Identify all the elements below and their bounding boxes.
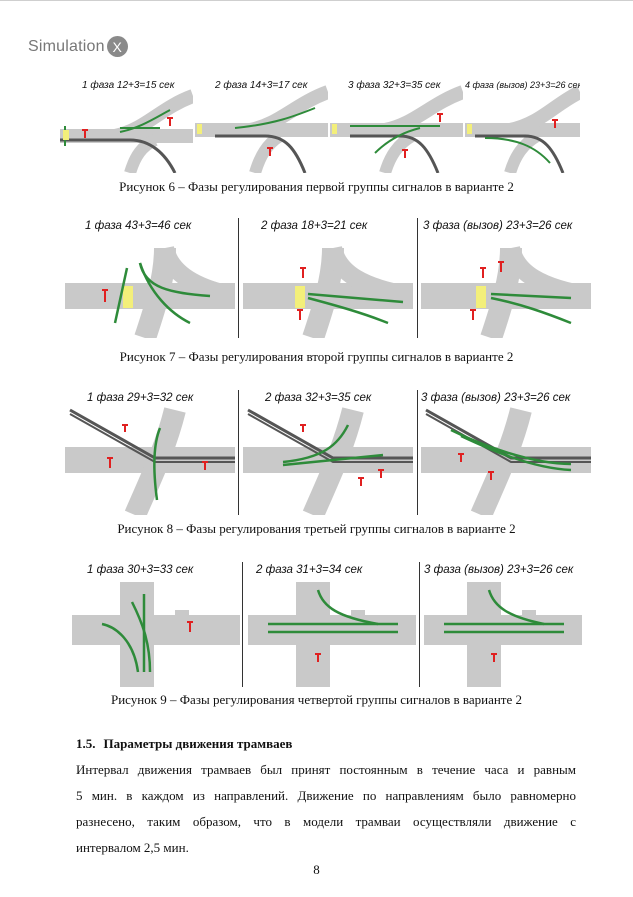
- figure-caption: Рисунок 6 – Фазы регулирования первой гр…: [119, 179, 514, 194]
- intersection-diagram: [243, 245, 413, 338]
- logo-mark: X: [106, 36, 128, 57]
- page-number: 8: [313, 862, 320, 877]
- paragraph-line: интервалом 2,5 мин.: [76, 840, 189, 855]
- phase-label: 2 фаза 31+3=34 сек: [256, 564, 363, 576]
- phase-panel: 1 фаза 30+3=33 сек: [72, 562, 240, 687]
- phase-panel: 2 фаза 31+3=34 сек: [248, 562, 416, 687]
- phase-label: 4 фаза (вызов) 23+3=26 сек: [465, 80, 580, 90]
- paragraph-line: Интервал движения трамваев был принят по…: [76, 762, 576, 777]
- phase-panel: 2 фаза 14+3=17 сек: [195, 78, 328, 173]
- phase-label: 1 фаза 12+3=15 сек: [82, 80, 175, 91]
- figure-6: 1 фаза 12+3=15 сек 2 фаза 14+3=17 сек: [60, 78, 580, 173]
- phase-label: 1 фаза 30+3=33 сек: [87, 564, 194, 576]
- intersection-diagram: [60, 89, 193, 173]
- intersection-diagram: [243, 407, 413, 515]
- phase-label: 3 фаза (вызов) 23+3=26 сек: [424, 564, 574, 576]
- section-number: 1.5.: [76, 736, 96, 751]
- intersection-diagram: [421, 407, 591, 515]
- figure-9: 1 фаза 30+3=33 сек 2 фаза 31+3=34 сек 3 …: [72, 562, 582, 687]
- phase-label: 2 фаза 18+3=21 сек: [261, 220, 368, 232]
- figure-8: 1 фаза 29+3=32 сек 2 фаза 32+3=35 сек: [65, 390, 591, 515]
- panel-divider: [238, 390, 239, 515]
- phase-panel: 1 фаза 12+3=15 сек: [60, 78, 193, 173]
- phase-panel: 3 фаза 32+3=35 сек: [330, 78, 463, 173]
- phase-panel: 1 фаза 29+3=32 сек: [65, 390, 235, 515]
- intersection-diagram: [248, 582, 416, 687]
- body-paragraph: Интервал движения трамваев был принят по…: [76, 757, 576, 861]
- paragraph-line: 5 мин. в каждом из направлений. Движение…: [76, 788, 576, 803]
- phase-label: 3 фаза 32+3=35 сек: [348, 80, 441, 91]
- intersection-diagram: [330, 85, 463, 173]
- intersection-diagram: [424, 582, 582, 687]
- phase-label: 3 фаза (вызов) 23+3=26 сек: [423, 220, 573, 232]
- phase-panel: 2 фаза 18+3=21 сек: [243, 218, 413, 338]
- phase-panel: 3 фаза (вызов) 23+3=26 сек: [421, 390, 591, 515]
- figure-caption: Рисунок 9 – Фазы регулирования четвертой…: [110, 692, 523, 707]
- top-rule: [0, 0, 633, 1]
- phase-panel: 3 фаза (вызов) 23+3=26 сек: [424, 562, 582, 687]
- intersection-diagram: [421, 245, 591, 338]
- section-heading: 1.5. Параметры движения трамваев: [76, 736, 292, 752]
- figure-caption: Рисунок 8 – Фазы регулирования третьей г…: [117, 521, 516, 536]
- phase-panel: 2 фаза 32+3=35 сек: [243, 390, 413, 515]
- phase-label: 2 фаза 32+3=35 сек: [265, 392, 372, 404]
- phase-panel: 3 фаза (вызов) 23+3=26 сек: [421, 218, 591, 338]
- panel-divider: [238, 218, 239, 338]
- panel-divider: [242, 562, 243, 687]
- paragraph-line: разнесено, таким образом, что в модели т…: [76, 814, 576, 829]
- panel-divider: [417, 390, 418, 515]
- phase-label: 1 фаза 43+3=46 сек: [85, 220, 192, 232]
- intersection-diagram: [72, 582, 240, 687]
- phase-label: 3 фаза (вызов) 23+3=26 сек: [421, 392, 571, 404]
- panel-divider: [417, 218, 418, 338]
- intersection-diagram: [65, 245, 235, 338]
- section-title: Параметры движения трамваев: [103, 736, 293, 751]
- phase-panel: 1 фаза 43+3=46 сек: [65, 218, 235, 338]
- figure-caption: Рисунок 7 – Фазы регулирования второй гр…: [119, 349, 514, 364]
- logo-text: Simulation: [28, 37, 105, 55]
- panel-divider: [419, 562, 420, 687]
- phase-label: 2 фаза 14+3=17 сек: [215, 80, 308, 91]
- simulationx-logo: Simulation X: [28, 36, 128, 57]
- figure-7: 1 фаза 43+3=46 сек 2 фаза 18+3=21 сек 3: [65, 218, 591, 338]
- intersection-diagram: [465, 85, 580, 173]
- intersection-diagram: [195, 85, 328, 173]
- intersection-diagram: [65, 407, 235, 515]
- phase-panel: 4 фаза (вызов) 23+3=26 сек: [465, 78, 580, 173]
- phase-label: 1 фаза 29+3=32 сек: [87, 392, 194, 404]
